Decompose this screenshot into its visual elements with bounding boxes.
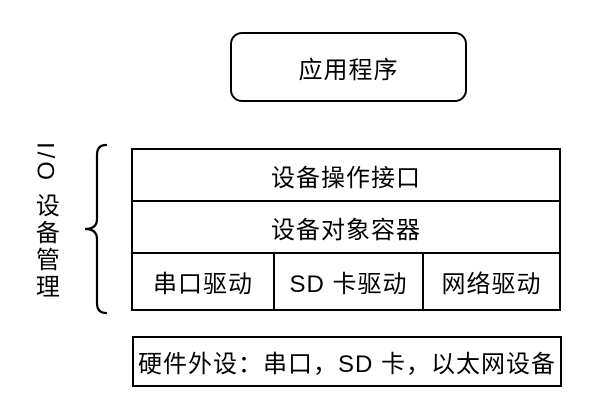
device-layer-stack: 设备操作接口 设备对象容器 串口驱动 SD 卡驱动 网络驱动 [131,148,561,311]
layer-device-operation-interface: 设备操作接口 [133,150,559,202]
driver-label: SD 卡驱动 [289,271,408,298]
driver-row: 串口驱动 SD 卡驱动 网络驱动 [133,254,559,309]
driver-cell-network: 网络驱动 [424,254,559,309]
io-device-management-label: I/O 设备管理 [31,142,59,301]
layer-label: 设备操作接口 [271,164,421,192]
application-box: 应用程序 [230,32,467,102]
driver-label: 网络驱动 [441,271,542,298]
driver-cell-sdcard: SD 卡驱动 [275,254,424,309]
curly-brace-icon [84,143,108,315]
layer-label: 设备对象容器 [271,216,421,244]
application-box-label: 应用程序 [298,56,399,84]
driver-label: 串口驱动 [153,271,253,298]
hardware-peripherals-label: 硬件外设：串口，SD 卡，以太网设备 [137,351,556,378]
layer-device-object-container: 设备对象容器 [133,202,559,254]
hardware-peripherals-box: 硬件外设：串口，SD 卡，以太网设备 [132,336,562,387]
driver-cell-serial: 串口驱动 [133,254,275,309]
